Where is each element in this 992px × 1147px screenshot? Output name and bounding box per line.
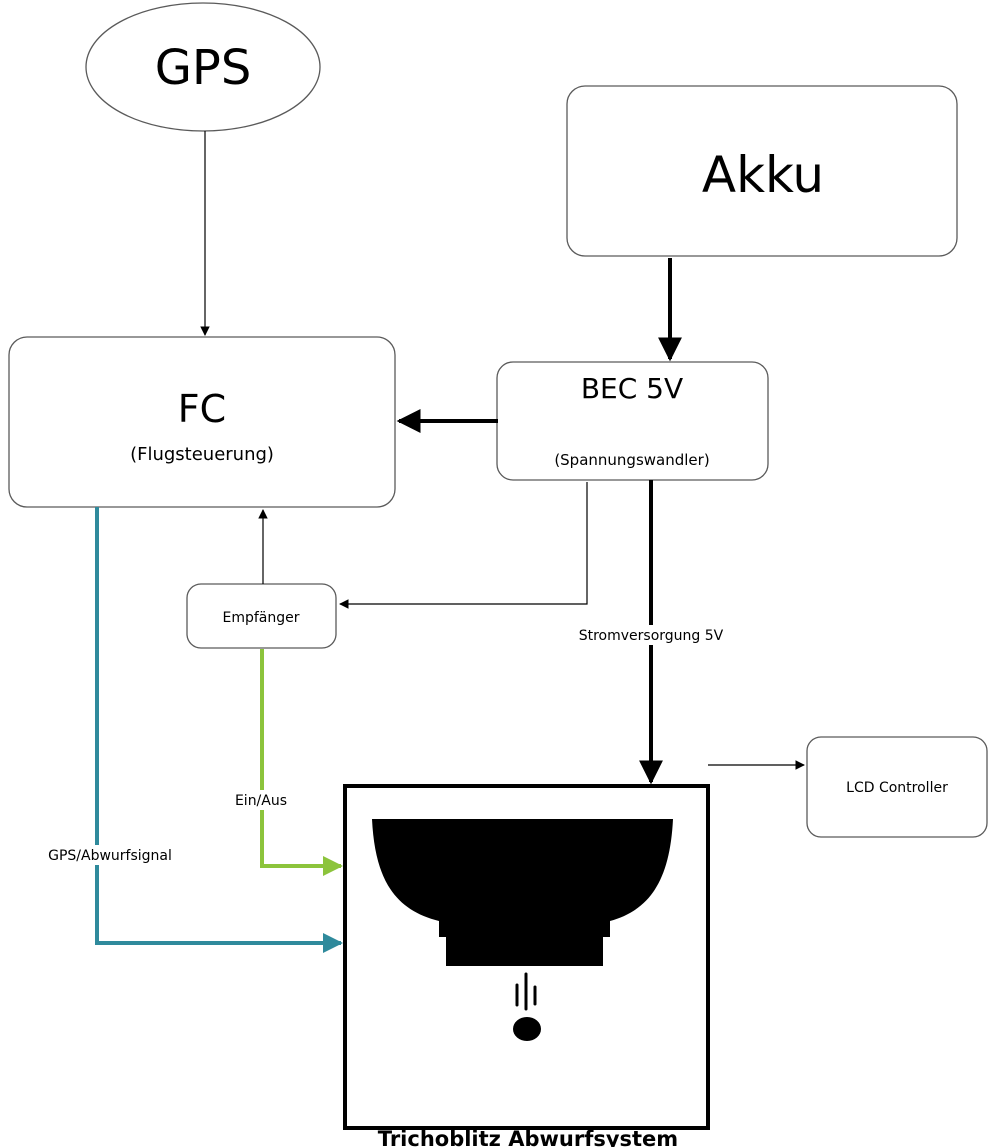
abwurfsystem-label: Trichoblitz Abwurfsystem xyxy=(378,1127,678,1147)
fc-sublabel: (Flugsteuerung) xyxy=(130,444,274,465)
edge-bec-to-empfaenger xyxy=(339,482,588,609)
gps-node: GPS xyxy=(85,2,321,132)
dispenser-icon xyxy=(372,819,673,966)
bec-node: BEC 5V (Spannungswandler) xyxy=(496,361,769,481)
stromversorgung-label: Stromversorgung 5V xyxy=(579,628,724,644)
edge-stromversorgung: Stromversorgung 5V xyxy=(560,480,740,785)
lcd-shape xyxy=(806,736,988,838)
akku-label: Akku xyxy=(702,146,824,204)
gps-abwurfsignal-label: GPS/Abwurfsignal xyxy=(48,848,172,864)
edge-gps-abwurfsignal: GPS/Abwurfsignal xyxy=(32,507,343,953)
akku-shape xyxy=(566,85,958,257)
abwurfsystem-node: Trichoblitz Abwurfsystem xyxy=(343,784,710,1147)
gps-shape xyxy=(85,2,321,132)
falling-drop-icon xyxy=(513,972,541,1041)
gps-label: GPS xyxy=(155,40,252,96)
lcd-label: LCD Controller xyxy=(846,780,948,796)
fc-label: FC xyxy=(178,387,226,431)
bec-label: BEC 5V xyxy=(581,372,683,405)
fc-shape xyxy=(8,336,396,508)
ein-aus-label: Ein/Aus xyxy=(235,793,287,809)
akku-node: Akku xyxy=(566,85,958,257)
empfaenger-shape xyxy=(186,583,337,649)
empfaenger-node: Empfänger xyxy=(186,583,337,649)
bec-sublabel: (Spannungswandler) xyxy=(554,451,709,469)
edge-ein-aus: Ein/Aus xyxy=(228,649,343,876)
fc-node: FC (Flugsteuerung) xyxy=(8,336,396,508)
empfaenger-label: Empfänger xyxy=(222,610,299,626)
lcd-node: LCD Controller xyxy=(806,736,988,838)
